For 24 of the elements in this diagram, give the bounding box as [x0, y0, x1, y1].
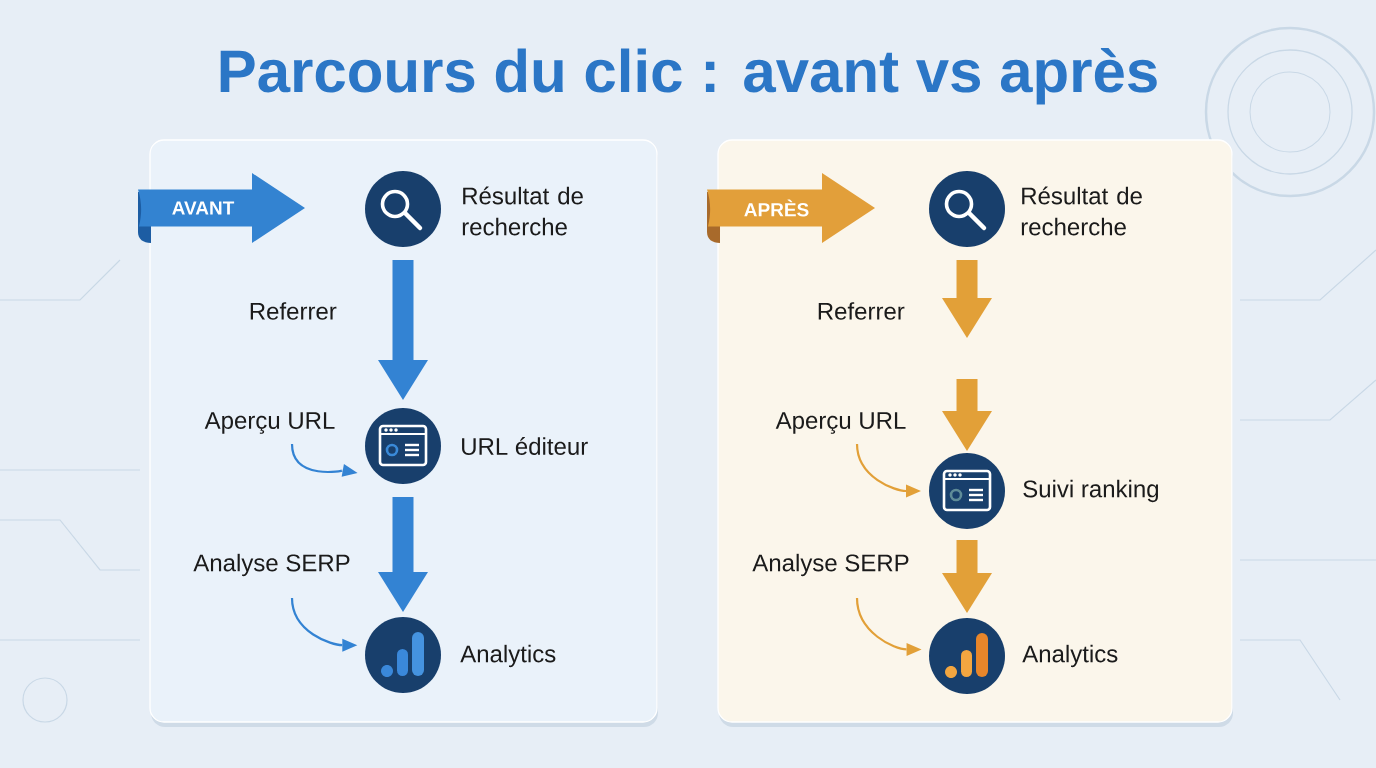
step-label: Suivi ranking	[1023, 479, 1158, 503]
curved-arrow	[290, 443, 358, 477]
curved-arrow	[855, 443, 921, 498]
curved-arrow	[290, 597, 358, 652]
flow-arrow	[378, 497, 428, 612]
step-label: Analytics	[1022, 644, 1118, 668]
step-label: Résultat de recherche	[1021, 186, 1142, 236]
curved-arrow	[855, 597, 922, 656]
flow-arrow	[942, 260, 992, 338]
title: Parcours du clic : avant vs après	[220, 48, 1157, 105]
step-label: Résultat de recherche	[462, 186, 583, 236]
flow-arrow	[378, 260, 428, 400]
card-panel	[149, 139, 658, 727]
flow-arrow	[942, 540, 992, 613]
annotation-label: Aperçu URL	[775, 412, 906, 434]
annotation-label: Analyse SERP	[752, 553, 909, 577]
card-panel	[717, 139, 1233, 727]
edge-label: Referrer	[250, 302, 337, 320]
step-label: URL éditeur	[462, 437, 588, 455]
step-label: Analytics	[460, 644, 556, 668]
flow-arrow	[942, 379, 992, 451]
annotation-label: Aperçu URL	[204, 412, 335, 434]
edge-label: Referrer	[818, 302, 905, 320]
annotation-label: Analyse SERP	[193, 553, 350, 577]
